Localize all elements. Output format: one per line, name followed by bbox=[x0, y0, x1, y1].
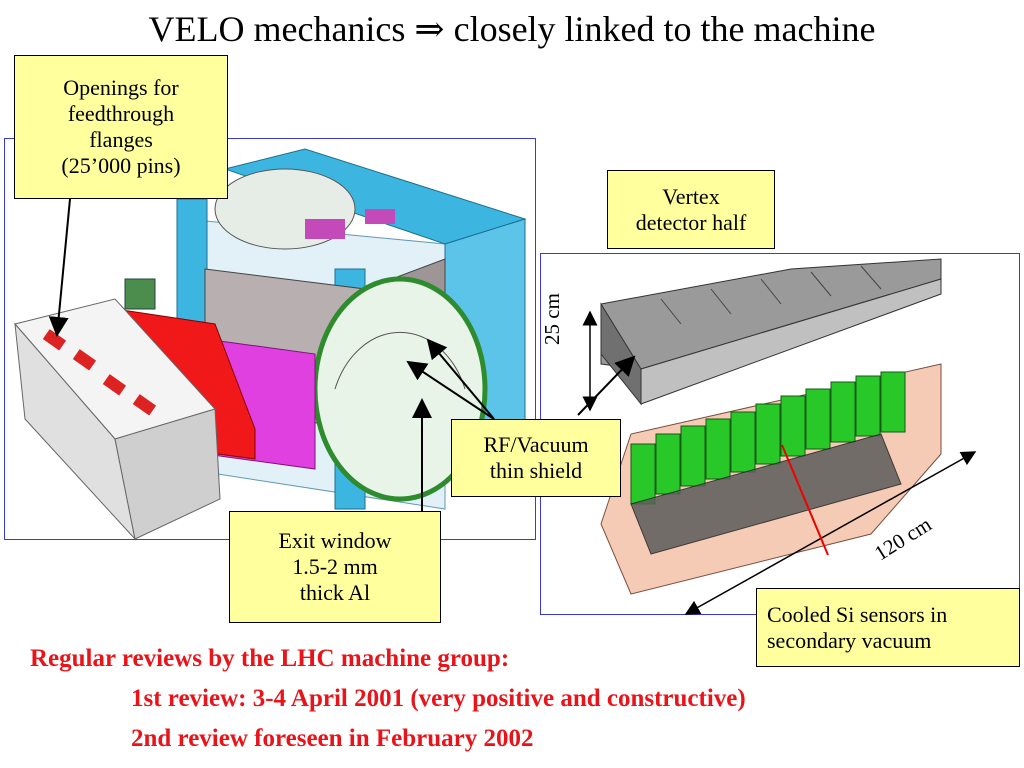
slide-title: VELO mechanics ⇒ closely linked to the m… bbox=[148, 9, 876, 49]
footer-line-3: 2nd review foreseen in February 2002 bbox=[131, 725, 534, 752]
rf-shield-arrow-a bbox=[426, 338, 495, 420]
vertex-half-callout: Vertex detector half bbox=[607, 170, 775, 249]
exit-window-callout: Exit window 1.5-2 mm thick Al bbox=[229, 511, 441, 623]
rf-shield-callout: RF/Vacuum thin shield bbox=[451, 419, 621, 497]
footer-line-2: 1st review: 3-4 April 2001 (very positiv… bbox=[131, 685, 746, 712]
length-dimension-line bbox=[684, 451, 977, 615]
openings-callout: Openings for feedthrough flanges (25’000… bbox=[14, 55, 228, 199]
cooled-si-red-line bbox=[781, 444, 829, 556]
rf-shield-arrow-b bbox=[406, 360, 495, 420]
vacuum-tank-panel bbox=[4, 138, 536, 541]
footer-line-1: Regular reviews by the LHC machine group… bbox=[30, 645, 510, 672]
vacuum-tank-illustration bbox=[14, 148, 527, 541]
openings-arrow bbox=[48, 198, 71, 337]
vertex-half-arrow bbox=[577, 355, 636, 416]
